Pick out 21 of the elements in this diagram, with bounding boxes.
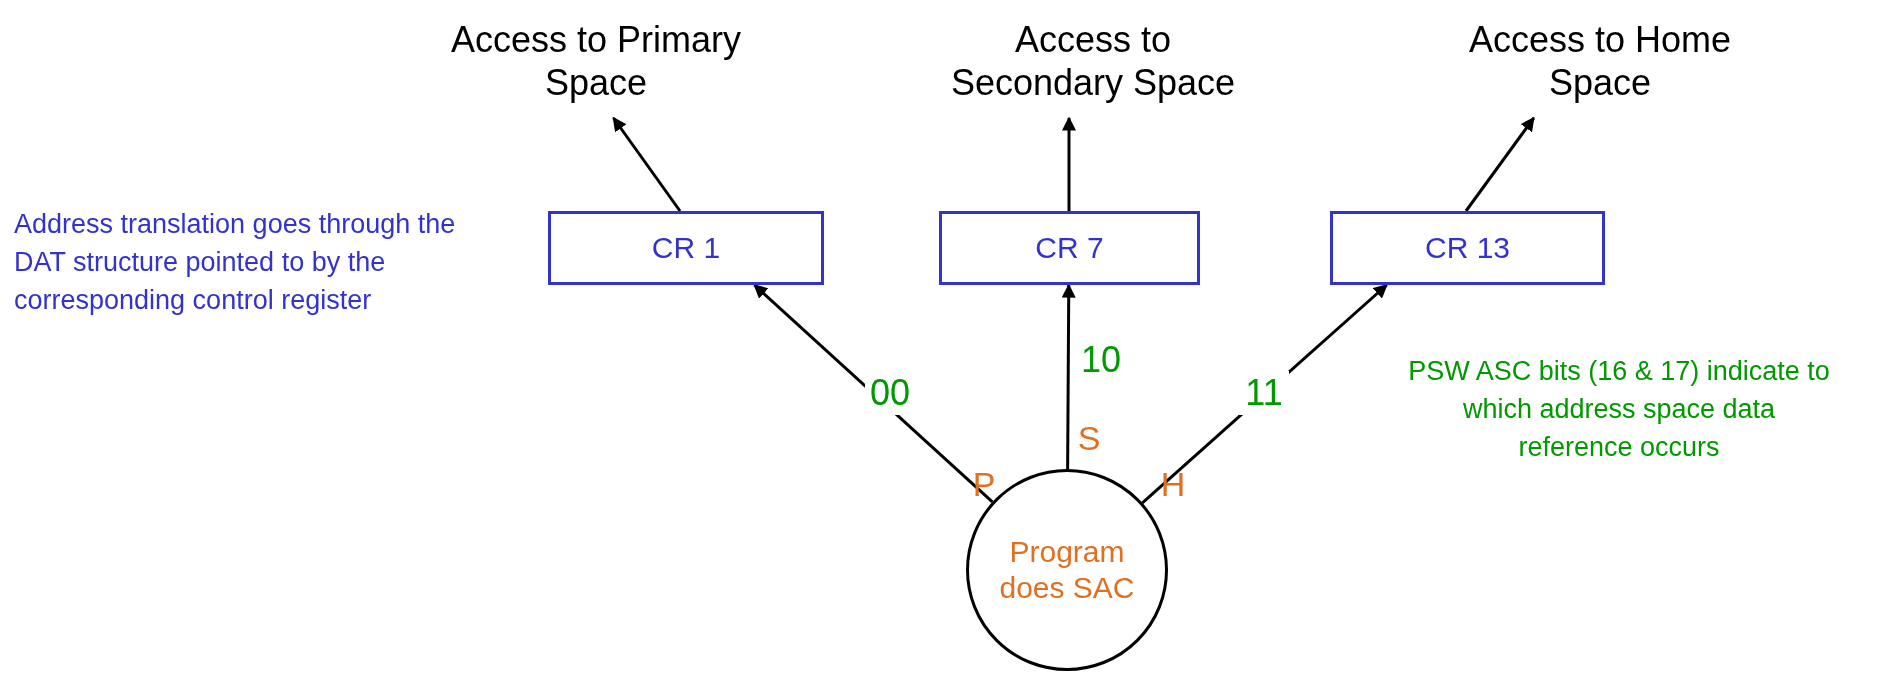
branch-letter: H <box>1159 464 1187 504</box>
node-label: CR 1 <box>651 230 721 266</box>
arrow <box>612 116 682 212</box>
heading-text: Access to Secondary Space <box>949 17 1237 105</box>
heading-text: Access to Primary Space <box>449 17 743 105</box>
arrow <box>1062 116 1076 211</box>
node-label: Program does SAC <box>998 534 1136 606</box>
node-label: CR 7 <box>1035 230 1104 266</box>
arrow <box>753 283 994 504</box>
annotation-note: PSW ASC bits (16 & 17) indicate to which address space data reference occurs <box>1407 355 1831 464</box>
register-box <box>1330 211 1605 285</box>
node-label: CR 13 <box>1424 230 1510 266</box>
register-box <box>939 211 1200 285</box>
edge-label: 11 <box>1239 371 1289 415</box>
arrow <box>1061 283 1076 469</box>
register-box <box>548 211 824 285</box>
heading-text: Access to Home Space <box>1467 17 1733 105</box>
annotation-note: Address translation goes through the DAT structure pointed to by the corresponding control register <box>14 208 457 317</box>
arrow <box>1464 116 1535 212</box>
branch-letter: P <box>971 464 997 504</box>
branch-letter: S <box>1076 418 1102 458</box>
